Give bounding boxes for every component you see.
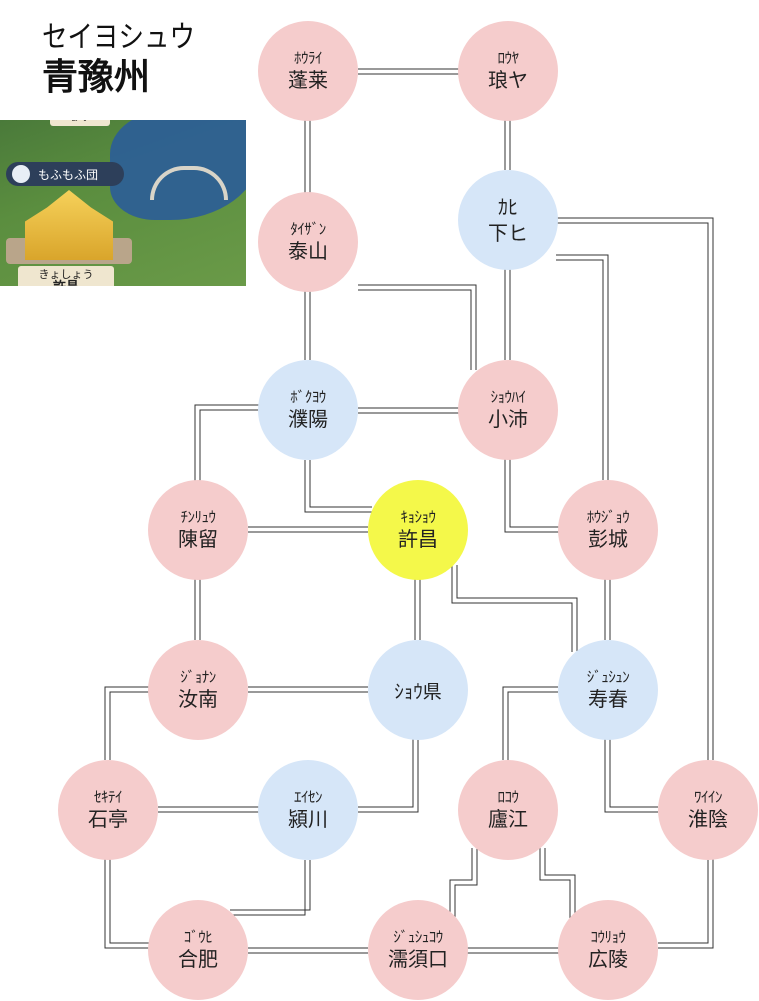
city-node-shohai[interactable]: ｼｮｳﾊｲ 小沛 [458,360,558,460]
city-node-waiin[interactable]: ﾜｲｲﾝ 淮陰 [658,760,758,860]
city-node-kahi[interactable]: ｶﾋ 下ヒ [458,170,558,270]
city-kana: ﾎｳﾗｲ [293,49,323,67]
city-kanji: 石亭 [88,807,128,831]
city-node-chinryu[interactable]: ﾁﾝﾘｭｳ 陳留 [148,480,248,580]
city-kana: ｼｮｳﾊｲ [490,388,526,406]
city-node-kyosho[interactable]: ｷｮｼｮｳ 許昌 [368,480,468,580]
city-kanji: 濮陽 [288,407,328,431]
city-kana: ｶﾋ [498,195,518,219]
city-node-eisen[interactable]: ｴｲｾﾝ 潁川 [258,760,358,860]
city-node-koryo[interactable]: ｺｳﾘｮｳ 広陵 [558,900,658,1000]
city-node-bokuyo[interactable]: ﾎﾞｸﾖｳ 濮陽 [258,360,358,460]
city-kanji: 合肥 [178,947,218,971]
city-kana: ﾀｲｻﾞﾝ [290,220,326,238]
city-node-sekitei[interactable]: ｾｷﾃｲ 石亭 [58,760,158,860]
city-kanji: 許昌 [398,527,438,551]
city-node-shoken[interactable]: ｼｮｳ県 [368,640,468,740]
city-node-jushun[interactable]: ｼﾞｭｼｭﾝ 寿春 [558,640,658,740]
city-kanji: 蓬莱 [288,68,328,92]
city-node-roko[interactable]: ﾛｺｳ 廬江 [458,760,558,860]
heading-kana: セイヨシュウ [42,20,195,55]
city-kana: ｾｷﾃｲ [93,788,123,806]
city-kanji: 広陵 [588,947,628,971]
city-node-gohi[interactable]: ｺﾞｳﾋ 合肥 [148,900,248,1000]
map-heading: セイヨシュウ 青豫州 [42,20,222,100]
castle-name-plate: きょしょう 許昌 [18,266,114,286]
city-kanji: 潁川 [288,807,328,831]
guild-badge: もふもふ団 [6,162,124,186]
guild-name: もふもふ団 [38,167,99,182]
city-kanji: 陳留 [178,527,218,551]
city-node-roya[interactable]: ﾛｳﾔ 琅ヤ [458,21,558,121]
city-kana: ｼﾞｭｼｭｺｳ [393,928,443,946]
castle-thumbnail: 郡守 もふもふ団 きょしょう 許昌 [0,120,246,286]
city-kanji: 小沛 [488,407,528,431]
city-kana: ﾛｺｳ [497,788,519,806]
heading-kanji: 青豫州 [42,57,151,98]
city-kana: ｷｮｼｮｳ [400,508,436,526]
city-node-horai[interactable]: ﾎｳﾗｲ 蓬莱 [258,21,358,121]
city-kana: ﾛｳﾔ [497,49,519,67]
castle-icon [25,190,113,260]
city-kana: ｼﾞｭｼｭﾝ [586,668,630,686]
city-kana: ｼﾞｮﾅﾝ [180,668,216,686]
city-kana: ｺﾞｳﾋ [183,928,213,946]
city-kanji: 濡須口 [388,947,448,971]
city-kanji: 廬江 [488,807,528,831]
city-kanji: 彭城 [588,527,628,551]
city-kanji: 汝南 [178,687,218,711]
city-kana: ﾜｲｲﾝ [693,788,723,806]
city-kana: ﾎﾞｸﾖｳ [290,388,326,406]
city-node-jushuko[interactable]: ｼﾞｭｼｭｺｳ 濡須口 [368,900,468,1000]
city-kanji: 淮陰 [688,807,728,831]
shield-icon [12,165,30,183]
city-kanji: 寿春 [588,687,628,711]
plate-kana: きょしょう [38,268,94,281]
plate-kanji: 許昌 [18,281,114,286]
city-kana: ｴｲｾﾝ [293,788,323,806]
city-node-taizan[interactable]: ﾀｲｻﾞﾝ 泰山 [258,192,358,292]
city-kana: ﾎｳｼﾞｮｳ [586,508,630,526]
city-label: ｼｮｳ県 [394,680,442,703]
city-node-hojo[interactable]: ﾎｳｼﾞｮｳ 彭城 [558,480,658,580]
city-kana: ﾁﾝﾘｭｳ [180,508,216,526]
thumbnail-top-plate: 郡守 [50,120,110,126]
city-kana: ｺｳﾘｮｳ [590,928,626,946]
city-kanji: 泰山 [288,239,328,263]
city-kanji: 琅ヤ [488,68,528,92]
city-node-jonan[interactable]: ｼﾞｮﾅﾝ 汝南 [148,640,248,740]
city-kanji: 下ヒ [488,221,528,245]
